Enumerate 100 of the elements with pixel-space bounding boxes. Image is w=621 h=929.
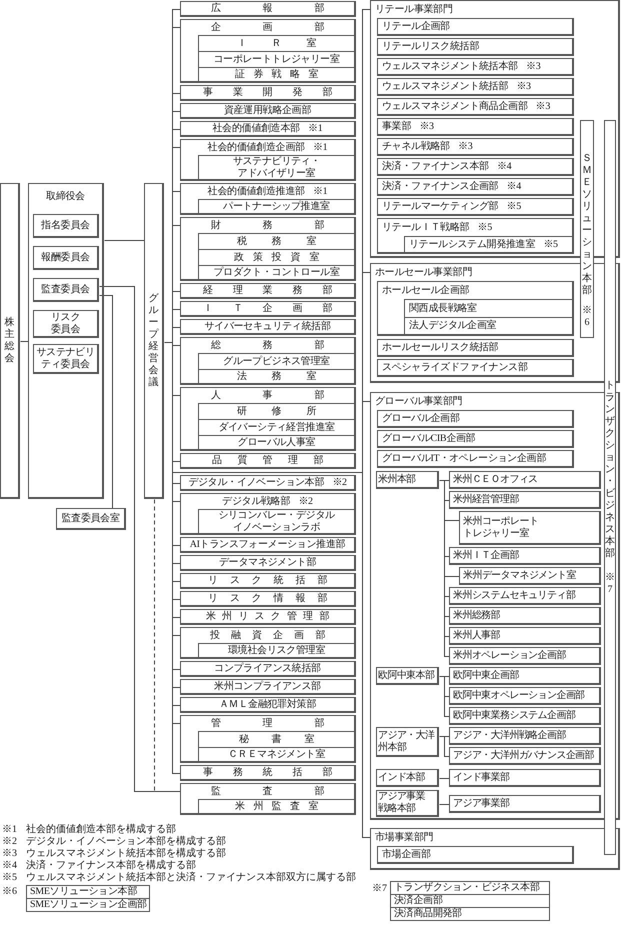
office-box — [198, 799, 354, 813]
office-box — [198, 233, 354, 249]
department-box — [377, 846, 574, 864]
unit-name: グループビジネス管理室 — [223, 356, 330, 368]
department-box — [180, 555, 356, 571]
unit-name: 研修所 — [237, 406, 316, 418]
note-box — [390, 907, 550, 921]
unit-name: 秘書室 — [239, 734, 314, 746]
unit-name: トランザクション・ビジネス本部 — [394, 882, 540, 894]
department-box — [33, 278, 99, 302]
unit-name: 米州データマネジメント室 — [463, 570, 576, 582]
department-box — [180, 19, 356, 83]
department-box — [377, 359, 574, 377]
unit-name: ＡＭＬ金融犯罪対策部 — [218, 698, 316, 710]
unit-name: 税務室 — [237, 236, 316, 248]
unit-name: アジア事業戦略本部 — [378, 791, 426, 815]
office-box — [198, 643, 354, 657]
unit-name: 報酬委員会 — [41, 252, 90, 264]
unit-name: 米州コンプライアンス部 — [214, 680, 321, 692]
department-box — [377, 218, 574, 254]
footnote-mark: ※7 — [605, 572, 615, 596]
unit-name: 政策投資室 — [234, 252, 319, 264]
footnote-mark: ※5 — [2, 872, 17, 884]
office-box — [198, 249, 354, 265]
department-box — [377, 450, 574, 468]
unit-name: 財務部 — [211, 220, 324, 232]
office-box — [198, 35, 354, 51]
office-box — [404, 317, 572, 334]
unit-name: 広報部 — [211, 2, 324, 14]
department-box — [180, 715, 356, 763]
department-box — [377, 198, 574, 216]
department-box — [180, 537, 356, 553]
unit-name: リテール企画部 — [382, 20, 450, 32]
unit-name: 経理業務部 — [203, 284, 332, 296]
unit-name: AIトランスフォーメーション推進部 — [190, 538, 346, 550]
office-box — [198, 435, 354, 449]
department-box — [377, 158, 574, 176]
footnote-mark: ※6 — [2, 886, 17, 898]
department-box — [180, 283, 356, 299]
department-box — [377, 118, 574, 136]
unit-name: 資産運用戦略企画部 — [224, 104, 312, 116]
department-box — [180, 183, 356, 215]
department-box — [377, 430, 574, 448]
unit-name: コンプライアンス統括部 — [214, 662, 321, 674]
footnote-text: デジタル・イノベーション本部を構成する部 — [26, 836, 226, 848]
department-box — [180, 453, 356, 469]
department-box — [180, 475, 356, 491]
department-box — [144, 183, 164, 499]
unit-name: インド本部 — [378, 772, 426, 784]
unit-name: 社会的価値創造企画部 ※1 — [208, 142, 328, 154]
unit-name: 証券戦略室 — [235, 68, 318, 80]
office-box — [404, 299, 572, 317]
division-title: リテール事業部門 — [375, 4, 453, 16]
unit-name: 環境社会リスク管理室 — [228, 644, 325, 656]
unit-name: アジア・大洋州ガバナンス企画部 — [453, 750, 594, 762]
unit-name: コーポレートトレジャリー室 — [213, 54, 340, 66]
division-frame — [370, 828, 620, 870]
department-box — [180, 337, 356, 385]
dashed-connector-line — [154, 499, 181, 792]
division-title: ホールセール事業部門 — [375, 266, 472, 278]
division-title: グローバル事業部門 — [375, 396, 462, 408]
department-box — [180, 661, 356, 677]
footnote-mark: ※2 — [2, 836, 17, 848]
footnote-mark: ※6 — [582, 305, 592, 329]
department-box — [376, 471, 439, 489]
unit-name: リスク情報部 — [208, 592, 327, 604]
vertical-label: ＳＭＥソリューション本部 — [582, 153, 592, 297]
unit-name: ＩＴ企画部 — [203, 302, 332, 314]
unit-name: ＣＲＥマネジメント室 — [228, 748, 325, 760]
connector-line — [439, 778, 450, 779]
unit-name: リスク委員会 — [50, 312, 80, 336]
footnote-mark: ※1 — [2, 824, 17, 836]
unit-name: サステナビリティ・アドバイザリー室 — [232, 156, 322, 180]
office-box — [198, 509, 354, 533]
department-box — [449, 607, 601, 625]
unit-name: 米州コーポレートトレジャリー室 — [463, 516, 540, 540]
footnote-text: 決済・ファイナンス本部を構成する部 — [26, 860, 196, 872]
unit-name: SMEソリューション本部 — [30, 886, 137, 898]
department-box — [376, 667, 439, 685]
unit-name: 品質管理部 — [212, 454, 323, 466]
department-box — [377, 98, 574, 116]
unit-name: グローバル人事室 — [238, 436, 316, 448]
department-box — [449, 727, 601, 745]
unit-name: デジタル戦略部 ※2 — [222, 496, 313, 508]
unit-name: 事業開発部 — [203, 86, 332, 98]
department-box — [449, 491, 601, 509]
connector-line — [439, 676, 450, 717]
office-box — [198, 403, 354, 419]
unit-name: 事業部 ※3 — [382, 120, 434, 132]
department-box — [180, 591, 356, 607]
connector-line — [104, 240, 145, 241]
department-box — [180, 573, 356, 589]
unit-name: 欧阿中東オペレーション企画部 — [453, 690, 585, 702]
office-box — [198, 419, 354, 435]
unit-name: 企画部 — [211, 22, 324, 34]
unit-name: 監査委員会室 — [61, 512, 120, 524]
department-box — [180, 609, 356, 625]
department-box — [33, 310, 99, 338]
unit-name: ホールセール企画部 — [382, 284, 470, 296]
department-box — [0, 183, 20, 499]
